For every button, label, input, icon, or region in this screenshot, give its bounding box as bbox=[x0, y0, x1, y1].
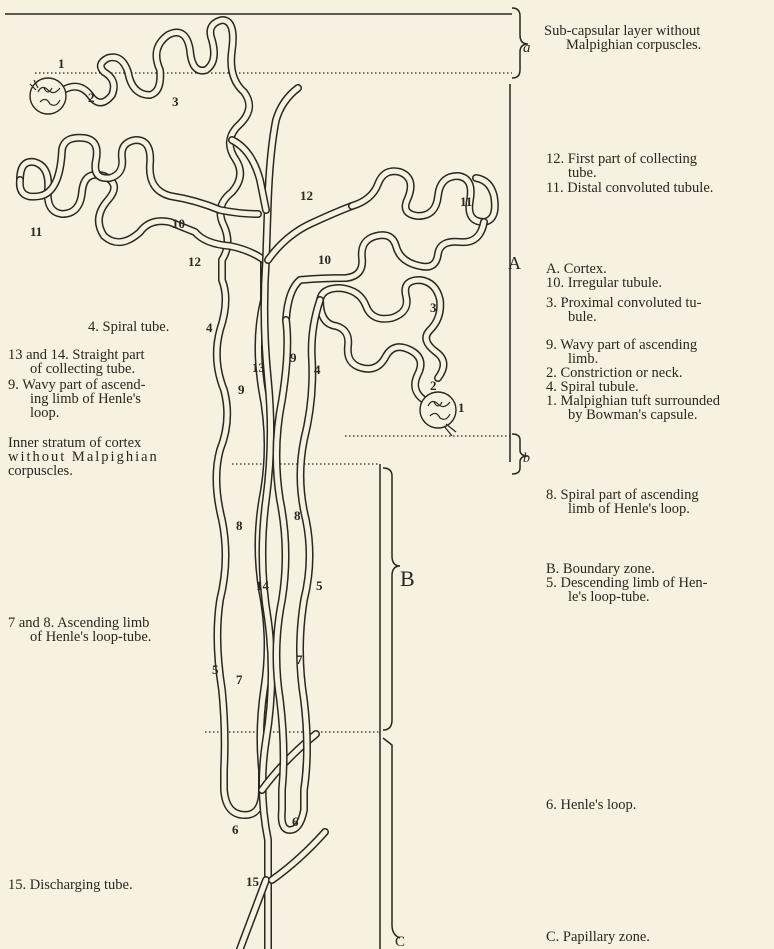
label-papillary: C. Papillary zone. bbox=[546, 930, 650, 944]
label-spiral-part-line2: limb of Henle's loop. bbox=[546, 502, 699, 516]
num-5-right: 5 bbox=[316, 578, 323, 593]
label-wavy-left-line2: ing limb of Henle's bbox=[8, 392, 145, 406]
label-spiral-part-line1: 8. Spiral part of ascending bbox=[546, 488, 699, 502]
label-subcapsular: Sub-capsular layer without Malpighian co… bbox=[544, 24, 701, 52]
label-proximal-line1: 3. Proximal convoluted tu- bbox=[546, 296, 701, 310]
label-ascending-line1: 7 and 8. Ascending limb bbox=[8, 616, 151, 630]
label-cortex: A. Cortex. bbox=[546, 262, 607, 276]
label-malpighian-line1: 1. Malpighian tuft surrounded bbox=[546, 394, 720, 408]
num-11-left: 11 bbox=[30, 224, 42, 239]
num-7-left: 7 bbox=[236, 672, 243, 687]
zone-a: a bbox=[523, 40, 531, 56]
zone-C: C bbox=[395, 934, 405, 949]
label-first-collecting-line1: 12. First part of collecting bbox=[546, 152, 697, 166]
zone-b: b bbox=[523, 451, 530, 466]
label-descending-line1: 5. Descending limb of Hen- bbox=[546, 576, 707, 590]
num-2-right: 2 bbox=[430, 378, 437, 393]
right-nephron bbox=[276, 171, 494, 830]
label-proximal-line2: bule. bbox=[546, 310, 701, 324]
tubules bbox=[20, 20, 495, 949]
num-9-mid: 9 bbox=[290, 350, 297, 365]
label-ascending-line2: of Henle's loop-tube. bbox=[8, 630, 151, 644]
label-inner-stratum: Inner stratum of cortex without Malpighi… bbox=[8, 436, 159, 478]
malpighian-corpuscle-right bbox=[420, 392, 456, 436]
label-wavy-right-line1: 9. Wavy part of ascending bbox=[546, 338, 697, 352]
label-subcapsular-line1: Sub-capsular layer without bbox=[544, 24, 701, 38]
num-10-left: 10 bbox=[172, 216, 185, 231]
num-1-top: 1 bbox=[58, 56, 65, 71]
num-9-left: 9 bbox=[238, 382, 245, 397]
label-ascending: 7 and 8. Ascending limb of Henle's loop-… bbox=[8, 616, 151, 644]
label-subcapsular-line2: Malpighian corpuscles. bbox=[544, 38, 701, 52]
label-wavy-right-line2: limb. bbox=[546, 352, 697, 366]
num-3-right: 3 bbox=[430, 300, 437, 315]
num-8-right: 8 bbox=[294, 508, 301, 523]
num-1-right: 1 bbox=[458, 400, 465, 415]
num-13: 13 bbox=[252, 360, 266, 375]
label-straight-line2: of collecting tube. bbox=[8, 362, 145, 376]
label-descending: 5. Descending limb of Hen- le's loop-tub… bbox=[546, 576, 707, 604]
label-straight-line1: 13 and 14. Straight part bbox=[8, 348, 145, 362]
num-2-top: 2 bbox=[88, 90, 95, 105]
num-15: 15 bbox=[246, 874, 260, 889]
label-wavy-left-line1: 9. Wavy part of ascend- bbox=[8, 378, 145, 392]
num-12-left: 12 bbox=[188, 254, 201, 269]
label-inner-stratum-line2: without Malpighian bbox=[8, 450, 159, 464]
num-12-top: 12 bbox=[300, 188, 313, 203]
zone-B: B bbox=[400, 566, 415, 591]
label-boundary: B. Boundary zone. bbox=[546, 562, 655, 576]
num-8-left: 8 bbox=[236, 518, 243, 533]
label-inner-stratum-line1: Inner stratum of cortex bbox=[8, 436, 159, 450]
label-wavy-left: 9. Wavy part of ascend- ing limb of Henl… bbox=[8, 378, 145, 420]
label-descending-line2: le's loop-tube. bbox=[546, 590, 707, 604]
num-6-left: 6 bbox=[232, 822, 239, 837]
label-irregular: 10. Irregular tubule. bbox=[546, 276, 662, 290]
label-henle-loop: 6. Henle's loop. bbox=[546, 798, 636, 812]
label-wavy-right: 9. Wavy part of ascending limb. bbox=[546, 338, 697, 366]
label-distal: 11. Distal convoluted tubule. bbox=[546, 181, 713, 195]
num-6-right: 6 bbox=[292, 814, 299, 829]
label-first-collecting: 12. First part of collecting tube. bbox=[546, 152, 697, 180]
label-discharging: 15. Discharging tube. bbox=[8, 878, 133, 892]
label-straight: 13 and 14. Straight part of collecting t… bbox=[8, 348, 145, 376]
label-spiral-tubule: 4. Spiral tubule. bbox=[546, 380, 639, 394]
label-proximal: 3. Proximal convoluted tu- bule. bbox=[546, 296, 701, 324]
label-spiral-part: 8. Spiral part of ascending limb of Henl… bbox=[546, 488, 699, 516]
label-malpighian: 1. Malpighian tuft surrounded by Bowman'… bbox=[546, 394, 720, 422]
brace-C bbox=[383, 738, 400, 938]
num-7-right: 7 bbox=[296, 652, 303, 667]
num-11-right: 11 bbox=[460, 194, 472, 209]
label-first-collecting-line2: tube. bbox=[546, 166, 697, 180]
num-5-left: 5 bbox=[212, 662, 219, 677]
label-constriction: 2. Constriction or neck. bbox=[546, 366, 683, 380]
zone-A: A bbox=[508, 253, 521, 273]
num-4-left: 4 bbox=[206, 320, 213, 335]
brace-B bbox=[383, 468, 400, 730]
malpighian-corpuscle-top bbox=[30, 78, 66, 114]
num-3-top: 3 bbox=[172, 94, 179, 109]
num-4-right: 4 bbox=[314, 362, 321, 377]
label-malpighian-line2: by Bowman's capsule. bbox=[546, 408, 720, 422]
label-wavy-left-line3: loop. bbox=[8, 406, 145, 420]
num-10-right: 10 bbox=[318, 252, 331, 267]
num-14: 14 bbox=[256, 578, 270, 593]
label-inner-stratum-line3: corpuscles. bbox=[8, 464, 159, 478]
label-spiral-tube: 4. Spiral tube. bbox=[88, 320, 169, 334]
